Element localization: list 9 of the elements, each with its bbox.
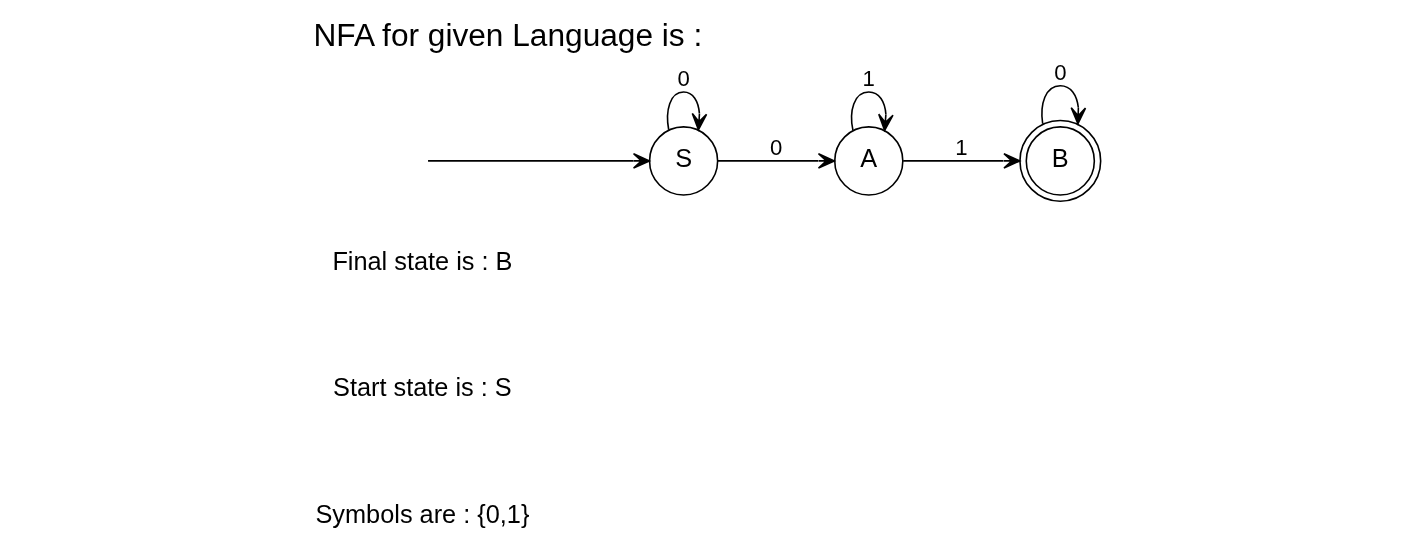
label: Start state is : S bbox=[333, 373, 512, 402]
edge-label: 1 bbox=[862, 66, 875, 92]
diagram-title: NFA for given Language is : bbox=[313, 17, 703, 54]
label: Final state is : B bbox=[332, 246, 513, 275]
edge-label: 0 bbox=[1054, 59, 1067, 85]
edge-label: 0 bbox=[770, 134, 783, 160]
edge-label: 1 bbox=[955, 134, 968, 160]
label: Symbols are : {0,1} bbox=[315, 500, 530, 529]
edge-label: 0 bbox=[677, 66, 690, 92]
